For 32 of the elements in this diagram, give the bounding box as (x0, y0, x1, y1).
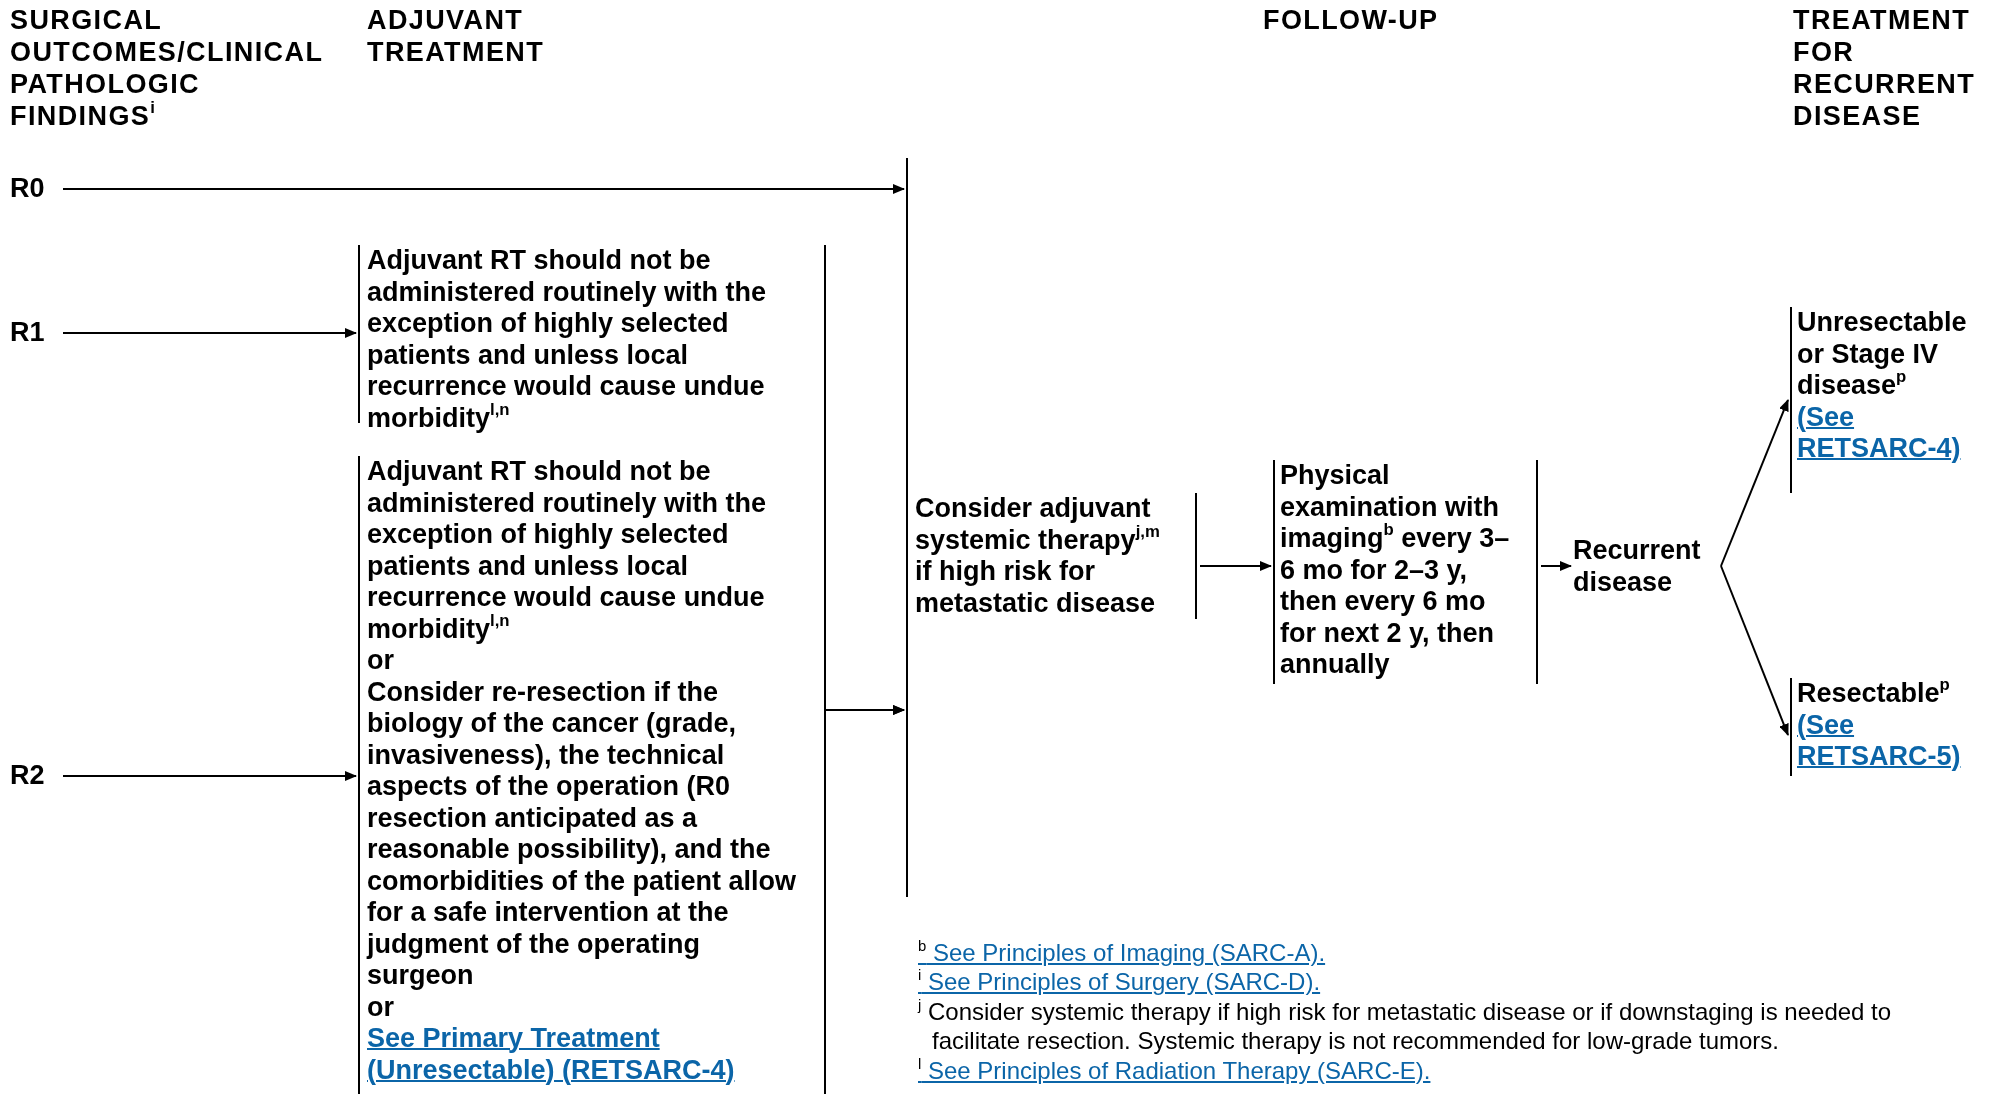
node-text: Recurrent disease (1573, 535, 1702, 598)
arrow (1720, 399, 1789, 567)
margin-label: R0 (10, 173, 46, 205)
node-text: Consider adjuvant systemic therapy$^{j,m}$ if high risk for metastatic disease (915, 493, 1161, 619)
node-text: Resectable$^{p}$ (1797, 678, 1951, 710)
link: See Primary Treatment (Unresectable) (RETSARC-4) (367, 1023, 736, 1086)
column-header: FOLLOW-UP (1263, 4, 1440, 36)
margin-label: R2 (10, 760, 46, 792)
column-header: TREATMENT FOR RECURRENT DISEASE (1793, 4, 1977, 132)
footnote-link: $^{l}$ See Principles of Radiation Therapy (SARC-E). (918, 1055, 1432, 1086)
margin-label: R1 (10, 317, 46, 349)
footnote-link: $^{i}$ See Principles of Surgery (SARC-D). (918, 967, 1322, 997)
node-text: or (367, 645, 395, 677)
bracket-box (906, 158, 1197, 897)
node-text: or (367, 991, 395, 1023)
node-text: Unresectable or Stage IV disease$^{p}$ (1797, 307, 1968, 402)
arrow (1199, 561, 1272, 571)
footnote: $^{j}$ Consider systemic therapy if high risk for metastatic disease or if downstaging is needed to facilitate resection. Systemic therapy is not recommended for low-grade tumors. (918, 996, 1893, 1056)
node-text: Physical examination with imaging$^{b}$ every 3–6 mo for 2–3 y, then every 6 mo for next 2 y, then annually (1280, 460, 1511, 681)
arrow (1720, 565, 1789, 736)
arrow (62, 328, 357, 338)
arrow (62, 771, 357, 781)
node-text: Adjuvant RT should not be administered routinely with the exception of highly selected patients and unless local recurrence would cause undue morbidity$^{l,n}$ (367, 456, 768, 645)
link: (See RETSARC-4) (1797, 401, 1962, 465)
arrow (62, 184, 905, 194)
column-header: SURGICAL OUTCOMES/CLINICAL PATHOLOGIC FINDINGS$^{i}$ (10, 4, 324, 132)
node-text: Adjuvant RT should not be administered routinely with the exception of highly selected patients and unless local recurrence would cause undue morbidity$^{l,n}$ (367, 245, 768, 434)
column-header: ADJUVANT TREATMENT (367, 4, 546, 68)
arrow (824, 705, 905, 777)
footnote-link: $^{b}$ See Principles of Imaging (SARC-A). (918, 938, 1327, 968)
link: (See RETSARC-5) (1797, 709, 1962, 773)
arrow (1540, 561, 1572, 571)
